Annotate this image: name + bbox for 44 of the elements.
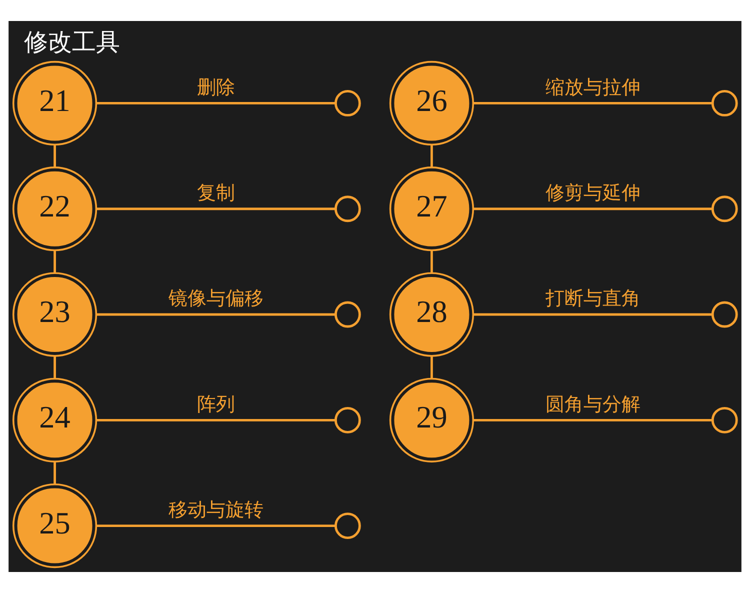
node-circle: [334, 90, 361, 116]
connector: [430, 356, 433, 378]
connector: [96, 524, 336, 526]
connector: [473, 418, 713, 421]
node-circle: [334, 300, 361, 328]
connector: [96, 207, 336, 210]
connector: [96, 312, 336, 316]
node-circle: [711, 406, 738, 433]
connector: [430, 250, 433, 272]
edge-label: 移动与旋转: [168, 497, 264, 520]
connector: [54, 144, 56, 167]
node-circle: [334, 406, 361, 433]
edge-label: 阵列: [196, 392, 235, 415]
connector: [54, 356, 56, 378]
node-circle: 24: [12, 377, 98, 462]
connector: [54, 462, 56, 484]
node-circle: [711, 195, 738, 222]
node-circle: 25: [12, 482, 98, 568]
node-circle: 23: [12, 272, 98, 356]
edge-label: 圆角与分解: [545, 392, 640, 415]
diagram-title: 修改工具: [24, 27, 120, 56]
connector: [473, 207, 713, 210]
node-circle: [711, 300, 738, 328]
node-circle: 29: [389, 377, 474, 462]
node-circle: 22: [12, 166, 98, 251]
node-circle: [334, 195, 361, 222]
connector: [430, 144, 433, 167]
connector: [96, 418, 336, 421]
edge-label: 打断与直角: [545, 286, 640, 310]
connector: [96, 102, 336, 104]
connector: [473, 102, 713, 104]
node-circle: 27: [389, 166, 474, 251]
edge-label: 复制: [196, 180, 235, 204]
edge-label: 镜像与偏移: [168, 286, 264, 310]
node-circle: 21: [12, 60, 98, 146]
edge-label: 缩放与拉伸: [545, 74, 640, 98]
edge-label: 删除: [196, 74, 235, 98]
node-circle: 26: [389, 60, 474, 146]
node-circle: [711, 90, 738, 116]
connector: [54, 250, 56, 272]
connector: [473, 312, 713, 316]
edge-label: 修剪与延伸: [545, 180, 640, 204]
node-circle: [334, 512, 361, 538]
node-circle: 28: [389, 272, 474, 356]
